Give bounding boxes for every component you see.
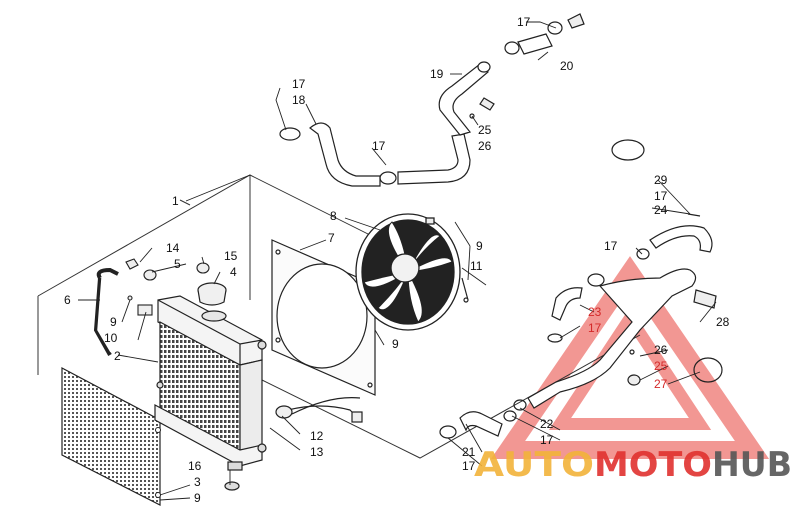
radiator-hardware	[93, 258, 210, 356]
fan-shroud	[271, 239, 376, 396]
watermark-logo: AUTO MOTO HUB	[474, 445, 792, 485]
watermark-text-hub: HUB	[712, 445, 792, 485]
callout-10: 10	[104, 331, 118, 345]
callout-4: 4	[230, 265, 237, 279]
callout-17-bottom: 17	[462, 459, 476, 473]
callout-9-radiator: 9	[110, 315, 117, 329]
callout-7: 7	[328, 231, 335, 245]
fan-wiring	[275, 277, 469, 423]
callout-17-lower: 17	[540, 433, 554, 447]
callout-28: 28	[716, 315, 730, 329]
watermark-text-auto: AUTO	[474, 445, 594, 485]
callout-25-upper: 25	[478, 123, 492, 137]
callout-11: 11	[470, 259, 483, 273]
callout-18: 18	[292, 93, 306, 107]
callout-5: 5	[174, 257, 181, 271]
callout-17-red: 17	[588, 321, 602, 335]
callout-13: 13	[310, 445, 324, 459]
callout-1: 1	[172, 194, 179, 208]
callout-labels: 1 2 3 4 5 6 7 8 9 9 9 9 10 11 12 13 14 1…	[64, 15, 730, 505]
callout-21: 21	[462, 445, 476, 459]
leader-lines	[78, 21, 717, 501]
callout-2: 2	[114, 349, 121, 363]
callout-15: 15	[224, 249, 238, 263]
radiator	[154, 282, 267, 491]
callout-17-upper-mid: 17	[372, 139, 386, 153]
upper-hoses	[279, 13, 585, 187]
callout-9-fan: 9	[476, 239, 483, 253]
callout-6: 6	[64, 293, 71, 307]
callout-16: 16	[188, 459, 202, 473]
callout-8: 8	[330, 209, 337, 223]
callout-29: 29	[654, 173, 668, 187]
callout-12: 12	[310, 429, 324, 443]
callout-26-lower: 26	[654, 343, 668, 357]
callout-3: 3	[194, 475, 201, 489]
callout-17-top: 17	[517, 15, 531, 29]
callout-20: 20	[560, 59, 574, 73]
callout-25-lower: 25	[654, 359, 668, 373]
callout-26-upper: 26	[478, 139, 492, 153]
callout-23: 23	[588, 305, 602, 319]
callout-17-right-mid: 17	[604, 239, 618, 253]
callout-24: 24	[654, 203, 668, 217]
callout-14: 14	[166, 241, 180, 255]
callout-22: 22	[540, 417, 554, 431]
radiator-screen	[61, 367, 161, 506]
callout-19: 19	[430, 67, 444, 81]
callout-9-shroud: 9	[392, 337, 399, 351]
lower-hoses	[439, 139, 723, 439]
callout-9-screen: 9	[194, 491, 201, 505]
callout-17-right-top: 17	[654, 189, 668, 203]
cooling-fan	[355, 213, 461, 331]
watermark-text-moto: MOTO	[594, 445, 712, 485]
callout-27: 27	[654, 377, 668, 391]
callout-17-upper-left: 17	[292, 77, 306, 91]
